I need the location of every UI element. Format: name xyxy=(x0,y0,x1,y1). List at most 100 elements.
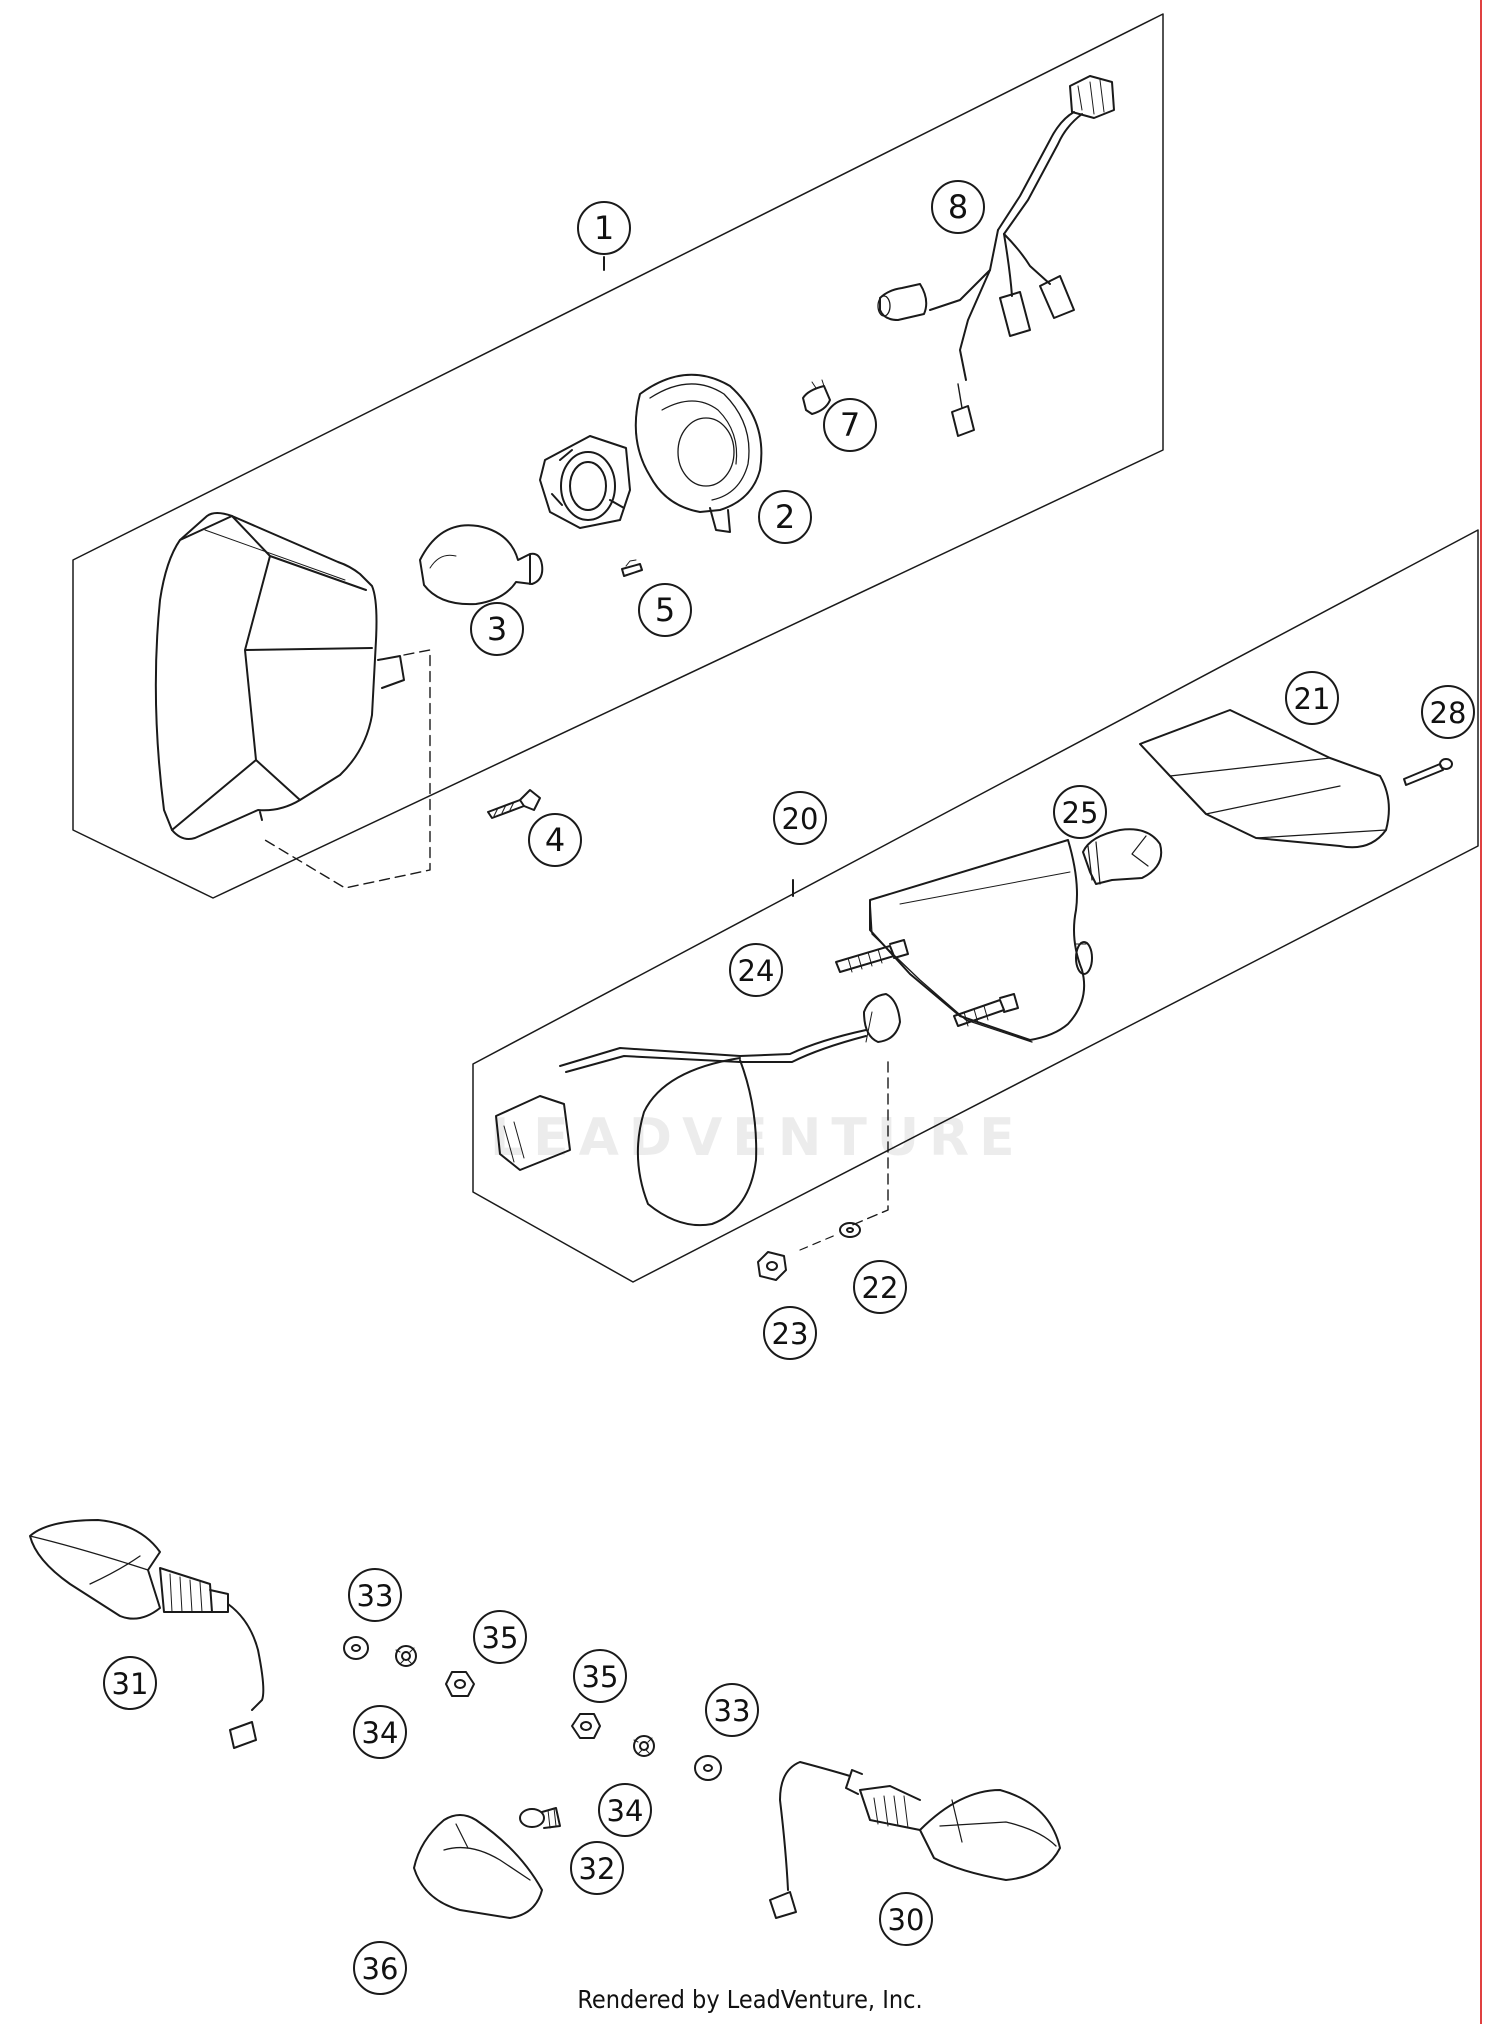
callout-number: 23 xyxy=(772,1317,809,1351)
turn-bulb-32 xyxy=(519,1807,561,1829)
left-turn-signal-31 xyxy=(29,1519,265,1749)
callout-number: 31 xyxy=(112,1667,149,1701)
callout-35: 35 xyxy=(573,1649,627,1703)
callout-circle xyxy=(598,1783,652,1837)
callout-25: 25 xyxy=(1053,785,1107,839)
callout-number: 3 xyxy=(487,610,507,648)
bulb-holder xyxy=(539,435,631,529)
callout-number: 33 xyxy=(357,1579,394,1613)
callout-number: 5 xyxy=(655,591,675,629)
headlight-mount-dashes xyxy=(264,649,431,889)
callout-circle xyxy=(638,583,692,637)
lock-washer-34-left xyxy=(395,1645,417,1667)
callout-circle xyxy=(353,1705,407,1759)
callout-33: 33 xyxy=(705,1683,759,1737)
headlight-housing xyxy=(154,512,431,889)
parking-bulb-7 xyxy=(802,379,831,415)
footer-credit: Rendered by LeadVenture, Inc. xyxy=(577,1985,923,2014)
callout-circle xyxy=(353,1941,407,1995)
callout-number: 25 xyxy=(1062,796,1099,830)
callout-circle xyxy=(1053,785,1107,839)
screw-4 xyxy=(487,789,541,819)
callout-23: 23 xyxy=(763,1306,817,1360)
callout-2: 2 xyxy=(758,490,812,544)
callout-number: 33 xyxy=(714,1694,751,1728)
callout-number: 34 xyxy=(362,1716,399,1750)
callout-7: 7 xyxy=(823,398,877,452)
callout-number: 35 xyxy=(482,1621,519,1655)
lens-screw-28 xyxy=(1403,758,1453,786)
washer-33-right xyxy=(694,1755,722,1781)
tail-light-housing xyxy=(835,839,1093,1043)
callout-number: 32 xyxy=(579,1852,616,1886)
callout-circle xyxy=(473,1610,527,1664)
washer-33-left xyxy=(343,1636,369,1660)
right-turn-signal-30 xyxy=(769,1761,1061,1919)
callout-21: 21 xyxy=(1285,671,1339,725)
callout-number: 22 xyxy=(862,1271,899,1305)
lock-washer-34-right xyxy=(633,1735,655,1757)
callout-number: 7 xyxy=(840,406,860,444)
wiring-harness-8 xyxy=(877,75,1115,437)
nut-35-right xyxy=(571,1713,601,1739)
watermark: LEADVENTURE xyxy=(490,1108,1025,1168)
callout-32: 32 xyxy=(570,1841,624,1895)
headlight-bulb-3 xyxy=(419,524,544,606)
callout-circle xyxy=(570,1841,624,1895)
callout-number: 28 xyxy=(1430,696,1467,730)
callout-20: 20 xyxy=(773,791,827,845)
callout-30: 30 xyxy=(879,1892,933,1946)
callout-34: 34 xyxy=(598,1783,652,1837)
callout-28: 28 xyxy=(1421,685,1475,739)
tail-light-group-outline xyxy=(472,529,1479,1283)
callout-number: 8 xyxy=(948,188,968,226)
callout-22: 22 xyxy=(853,1260,907,1314)
callout-circle xyxy=(573,1649,627,1703)
callout-circle xyxy=(577,201,631,255)
callout-number: 2 xyxy=(775,498,795,536)
callout-circle xyxy=(879,1892,933,1946)
callout-31: 31 xyxy=(103,1656,157,1710)
callout-circle xyxy=(931,180,985,234)
callout-circle xyxy=(528,813,582,867)
nut-35-left xyxy=(445,1671,475,1697)
nut-23 xyxy=(757,1251,787,1281)
callout-4: 4 xyxy=(528,813,582,867)
clip-5 xyxy=(621,559,643,577)
tail-mount-dashes xyxy=(849,1061,889,1227)
callout-circle xyxy=(348,1568,402,1622)
callout-circle xyxy=(705,1683,759,1737)
callout-number: 34 xyxy=(607,1794,644,1828)
tail-wiring-24 xyxy=(495,993,901,1227)
callout-33: 33 xyxy=(348,1568,402,1622)
turn-lens-36 xyxy=(413,1814,543,1919)
reflector-2 xyxy=(634,373,763,533)
callout-circle xyxy=(729,943,783,997)
callout-circle xyxy=(103,1656,157,1710)
callout-number: 20 xyxy=(782,802,819,836)
callout-36: 36 xyxy=(353,1941,407,1995)
callout-1: 1 xyxy=(577,201,631,255)
callout-number: 24 xyxy=(738,954,775,988)
callout-3: 3 xyxy=(470,602,524,656)
callout-34: 34 xyxy=(353,1705,407,1759)
callout-number: 36 xyxy=(362,1952,399,1986)
callout-circle xyxy=(470,602,524,656)
callout-circle xyxy=(1285,671,1339,725)
tail-lens-21 xyxy=(1139,709,1390,849)
callout-circle xyxy=(1421,685,1475,739)
washer-22 xyxy=(839,1222,861,1238)
callout-circle xyxy=(763,1306,817,1360)
callout-number: 4 xyxy=(545,821,565,859)
callout-circle xyxy=(853,1260,907,1314)
callout-number: 35 xyxy=(582,1660,619,1694)
callout-circle xyxy=(823,398,877,452)
callout-24: 24 xyxy=(729,943,783,997)
tail-bulb-25 xyxy=(1082,828,1163,885)
callout-number: 30 xyxy=(888,1903,925,1937)
callout-circle xyxy=(758,490,812,544)
callout-circle xyxy=(773,791,827,845)
callout-number: 1 xyxy=(594,209,614,247)
